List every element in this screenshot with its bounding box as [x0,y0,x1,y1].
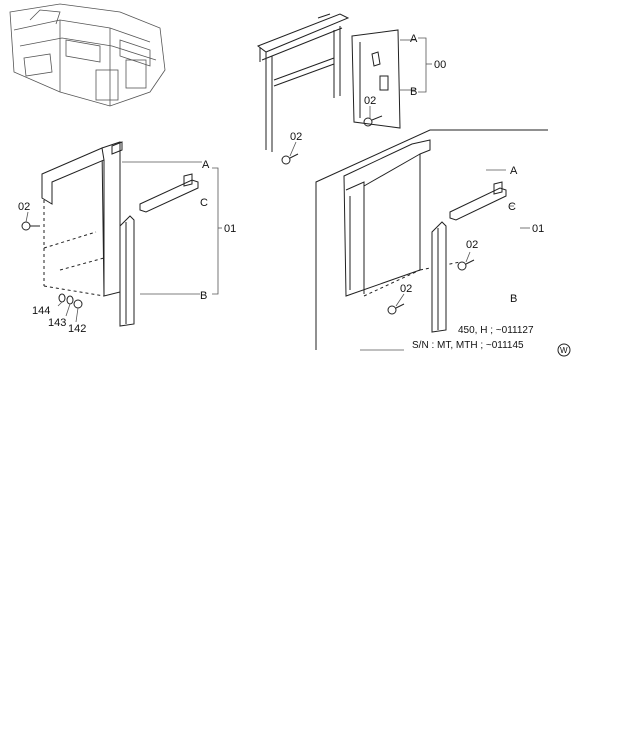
callout-label: C [200,197,208,209]
note-line-1: 450, H ; ~011127 [458,325,534,336]
bolt-icon [387,303,405,315]
note-line-2: S/N : MT, MTH ; ~011145 [412,340,524,351]
callout-label: 02 [18,201,30,213]
callout-label: C [508,201,516,213]
callout-label: B [510,293,517,305]
serial-notes: 450, H ; ~011127 S/N : MT, MTH ; ~011145… [360,325,571,357]
callout-label: 02 [400,283,412,295]
bolt-icon [363,115,383,127]
washer-icon [58,293,66,303]
badge-label: W [560,346,568,355]
bolt-icon [73,299,83,309]
assembly-01-right: A C 01 B 02 02 [343,139,544,333]
region-border [315,129,548,350]
bolt-icon [281,153,299,165]
callout-label: 01 [224,223,236,235]
callout-label: A [510,165,518,177]
washer-icon [66,295,74,305]
w-badge-icon [557,343,571,357]
callout-label: 02 [466,239,478,251]
callout-label: 02 [364,95,376,107]
assembly-01-left: A C B 01 02 144 143 142 [18,141,236,335]
assembly-00: A B 00 02 02 [256,13,446,165]
bolt-icon [21,221,40,231]
bolt-icon [457,259,475,271]
callout-label: 01 [532,223,544,235]
callout-label: B [410,86,417,98]
callout-label: 142 [68,323,86,335]
machine-thumbnail [9,3,166,107]
callout-label: B [200,290,207,302]
callout-label: 02 [290,131,302,143]
callout-label: 143 [48,317,66,329]
callout-label: A [410,33,418,45]
callout-label: A [202,159,210,171]
callout-label: 144 [32,305,50,317]
callout-label: 00 [434,59,446,71]
